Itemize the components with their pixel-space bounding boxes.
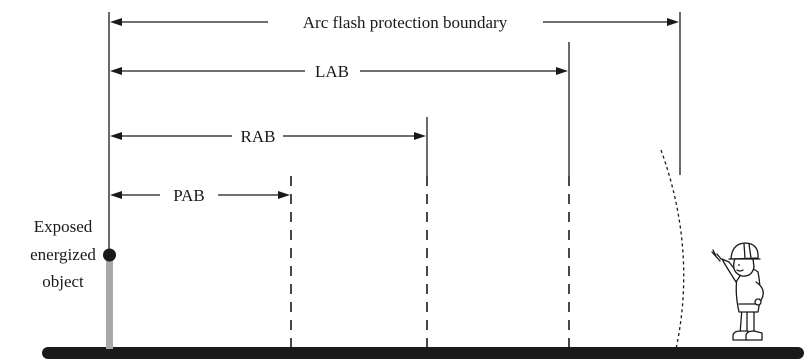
ground-line	[42, 347, 804, 359]
pab-dimension	[110, 191, 290, 199]
arc-flash-boundary-dimension	[110, 18, 679, 26]
rab-dimension	[110, 132, 426, 140]
object-label-line3: object	[42, 272, 84, 291]
object-label-line1: Exposed	[34, 217, 93, 236]
energized-object-node	[103, 248, 116, 262]
pab-label: PAB	[173, 186, 205, 205]
arc-flash-boundary-curve	[660, 149, 685, 350]
energized-object-post	[106, 256, 113, 349]
lab-dimension	[110, 67, 568, 75]
lab-label: LAB	[315, 62, 349, 81]
worker-pointing-icon	[711, 242, 764, 341]
arc-flash-boundary-label: Arc flash protection boundary	[303, 13, 508, 32]
object-label-line2: energized	[30, 245, 96, 264]
rab-label: RAB	[241, 127, 276, 146]
